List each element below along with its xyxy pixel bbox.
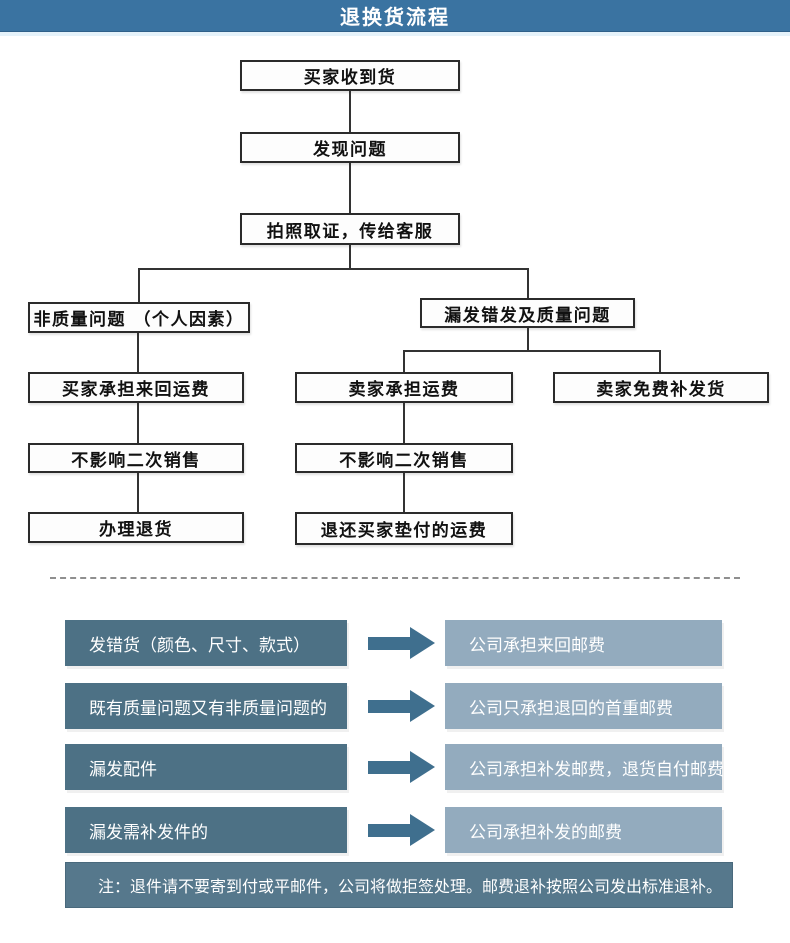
connector-line bbox=[403, 350, 405, 372]
policy-condition: 漏发需补发件的 bbox=[65, 807, 347, 853]
right-arrow-icon bbox=[368, 814, 435, 846]
policy-row: 漏发需补发件的 公司承担补发的邮费 bbox=[0, 807, 790, 853]
policy-result: 公司承担补发的邮费 bbox=[445, 807, 722, 853]
flow-node-buyer-receives: 买家收到货 bbox=[240, 60, 460, 91]
right-arrow-icon bbox=[368, 690, 435, 722]
connector-line bbox=[403, 473, 405, 512]
connector-line bbox=[349, 245, 351, 268]
policy-row: 漏发配件 公司承担补发邮费，退货自付邮费 bbox=[0, 744, 790, 790]
flow-node-no-resale-impact-left: 不影响二次销售 bbox=[28, 443, 244, 473]
policy-note: 注：退件请不要寄到付或平邮件，公司将做拒签处理。邮费退补按照公司发出标准退补。 bbox=[65, 862, 733, 908]
page-header: 退换货流程 bbox=[0, 0, 790, 32]
policy-row: 发错货（颜色、尺寸、款式） 公司承担来回邮费 bbox=[0, 620, 790, 666]
connector-line bbox=[403, 350, 661, 352]
connector-line bbox=[137, 403, 139, 443]
connector-line bbox=[138, 268, 140, 302]
dashed-divider bbox=[50, 577, 740, 579]
policy-result: 公司承担来回邮费 bbox=[445, 620, 722, 666]
policy-result: 公司承担补发邮费，退货自付邮费 bbox=[445, 744, 724, 790]
right-arrow-icon bbox=[368, 751, 435, 783]
flow-node-seller-reships-free: 卖家免费补发货 bbox=[553, 372, 769, 403]
connector-line bbox=[659, 350, 661, 372]
right-arrow-icon bbox=[368, 627, 435, 659]
flow-node-find-problem: 发现问题 bbox=[240, 132, 460, 163]
connector-line bbox=[527, 328, 529, 350]
connector-line bbox=[137, 333, 139, 372]
policy-condition: 漏发配件 bbox=[65, 744, 347, 790]
flow-node-photo-evidence: 拍照取证，传给客服 bbox=[240, 213, 460, 245]
connector-line bbox=[138, 268, 529, 270]
policy-result: 公司只承担退回的首重邮费 bbox=[445, 683, 722, 729]
connector-line bbox=[349, 91, 351, 132]
connector-line bbox=[527, 268, 529, 298]
connector-line bbox=[137, 473, 139, 512]
header-underline bbox=[0, 32, 790, 36]
flow-node-refund-advanced-shipping: 退还买家垫付的运费 bbox=[295, 512, 513, 545]
flow-node-seller-pays-shipping: 卖家承担运费 bbox=[295, 372, 513, 403]
flow-node-process-return: 办理退货 bbox=[28, 512, 244, 543]
policy-condition: 既有质量问题又有非质量问题的 bbox=[65, 683, 347, 729]
policy-condition: 发错货（颜色、尺寸、款式） bbox=[65, 620, 347, 666]
connector-line bbox=[403, 403, 405, 443]
flow-node-buyer-pays-shipping: 买家承担来回运费 bbox=[28, 372, 244, 403]
flow-node-quality-issue: 漏发错发及质量问题 bbox=[420, 298, 635, 328]
flow-node-no-resale-impact-mid: 不影响二次销售 bbox=[295, 443, 513, 473]
policy-row: 既有质量问题又有非质量问题的 公司只承担退回的首重邮费 bbox=[0, 683, 790, 729]
page-title: 退换货流程 bbox=[340, 5, 450, 29]
flow-node-non-quality-issue: 非质量问题 （个人因素） bbox=[28, 302, 250, 333]
connector-line bbox=[349, 163, 351, 213]
